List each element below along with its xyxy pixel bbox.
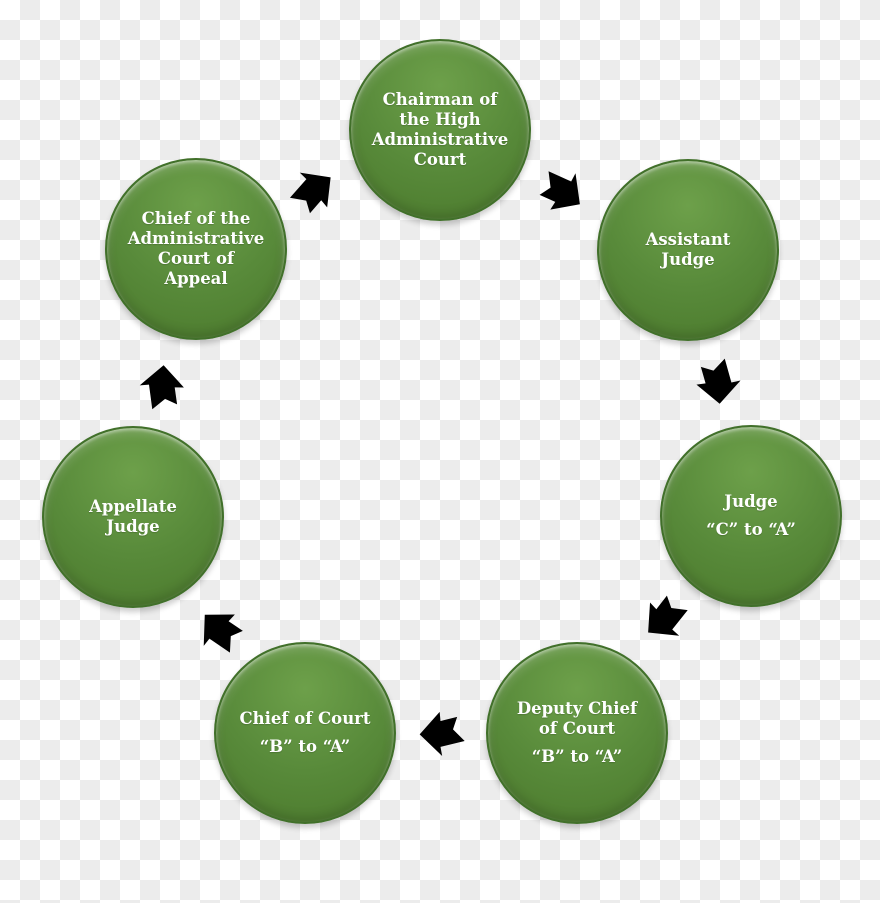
arrow-chairman-to-assistant-icon xyxy=(530,159,594,222)
node-label-line: Chief of Court xyxy=(239,709,371,729)
cycle-node-judge-c-to-a: Judge “C” to “A” xyxy=(660,425,842,607)
node-label: Appellate Judge xyxy=(89,497,177,537)
arrow-assistant-to-judge-icon xyxy=(695,358,742,405)
node-grade-line: “B” to “A” xyxy=(531,746,623,766)
arrow-deputy-chief-to-chief-of-court-icon xyxy=(419,711,465,756)
arrow-chief-of-court-to-appellate-icon xyxy=(188,599,252,663)
node-label-line: Chairman of xyxy=(382,89,498,109)
node-label: Chairman of the High Administrative Cour… xyxy=(372,90,509,171)
cycle-node-appellate-judge: Appellate Judge xyxy=(42,426,224,608)
cycle-node-assistant-judge: Assistant Judge xyxy=(597,159,779,341)
node-label: Chief of Court “B” to “A” xyxy=(239,709,370,756)
cycle-node-chairman-high-admin-court: Chairman of the High Administrative Cour… xyxy=(349,39,531,221)
node-label: Deputy Chief of Court “B” to “A” xyxy=(517,699,637,766)
node-label-line: Assistant xyxy=(645,229,731,249)
node-label-line: of Court xyxy=(538,719,616,739)
node-label-line: the High xyxy=(399,109,481,129)
cycle-node-deputy-chief-of-court: Deputy Chief of Court “B” to “A” xyxy=(486,642,668,824)
cycle-node-chief-admin-court-appeal: Chief of the Administrative Court of App… xyxy=(105,158,287,340)
node-label-line: Appeal xyxy=(164,269,228,289)
arrow-judge-to-deputy-chief-icon xyxy=(634,587,697,650)
arrow-appellate-to-chief-appeal-icon xyxy=(137,362,186,413)
node-label-line: Deputy Chief xyxy=(516,699,638,719)
node-label-line: Administrative xyxy=(371,130,509,149)
node-label-line: Chief of the xyxy=(141,208,251,228)
node-label-line: Judge xyxy=(661,250,715,269)
node-label: Judge “C” to “A” xyxy=(706,492,796,539)
node-label-line: Administrative xyxy=(127,228,265,248)
node-grade-line: “C” to “A” xyxy=(706,519,796,539)
node-label: Chief of the Administrative Court of App… xyxy=(128,209,265,290)
node-label: Assistant Judge xyxy=(646,230,731,270)
arrow-chief-appeal-to-chairman-icon xyxy=(281,159,344,222)
node-label-line: Judge xyxy=(724,492,778,512)
cycle-node-chief-of-court: Chief of Court “B” to “A” xyxy=(214,642,396,824)
node-grade-line: “B” to “A” xyxy=(259,736,351,756)
node-label-line: Court xyxy=(413,150,467,170)
node-label-line: Judge xyxy=(106,517,160,536)
node-label-line: Appellate xyxy=(89,496,177,516)
node-label-line: Court of xyxy=(157,249,235,268)
